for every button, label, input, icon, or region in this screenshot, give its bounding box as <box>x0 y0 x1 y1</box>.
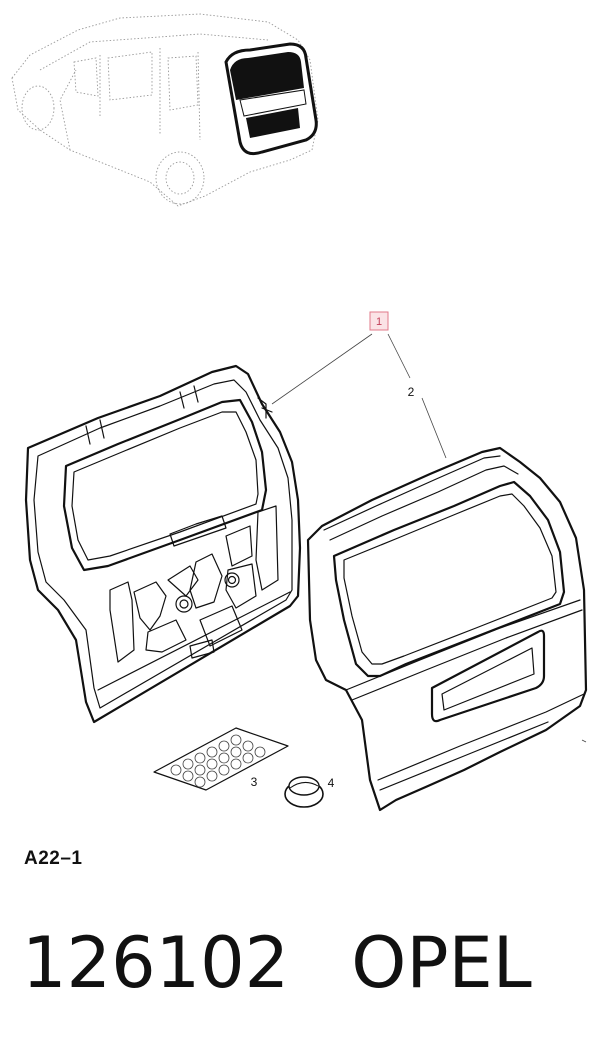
brand-name: OPEL <box>351 922 532 1004</box>
vehicle-locator-illustration <box>11 13 319 207</box>
callout-1-highlight[interactable] <box>369 311 389 331</box>
callout-2: 2 <box>408 385 415 399</box>
callout-4: 4 <box>328 776 335 790</box>
diagram-code: A22–1 <box>24 848 83 869</box>
callout-leaders <box>271 333 447 459</box>
tailgate-outer-panel <box>306 446 588 812</box>
parts-diagram: 1 2 3 4 <box>11 13 588 812</box>
part-number: 126102 <box>22 922 290 1004</box>
footer-caption: 126102 OPEL <box>22 922 532 1004</box>
callout-3: 3 <box>251 775 258 789</box>
plug-cap <box>284 776 324 808</box>
callout-1[interactable]: 1 <box>376 316 382 328</box>
sticker-sheet <box>153 727 289 791</box>
tailgate-inner-panel <box>24 364 302 724</box>
